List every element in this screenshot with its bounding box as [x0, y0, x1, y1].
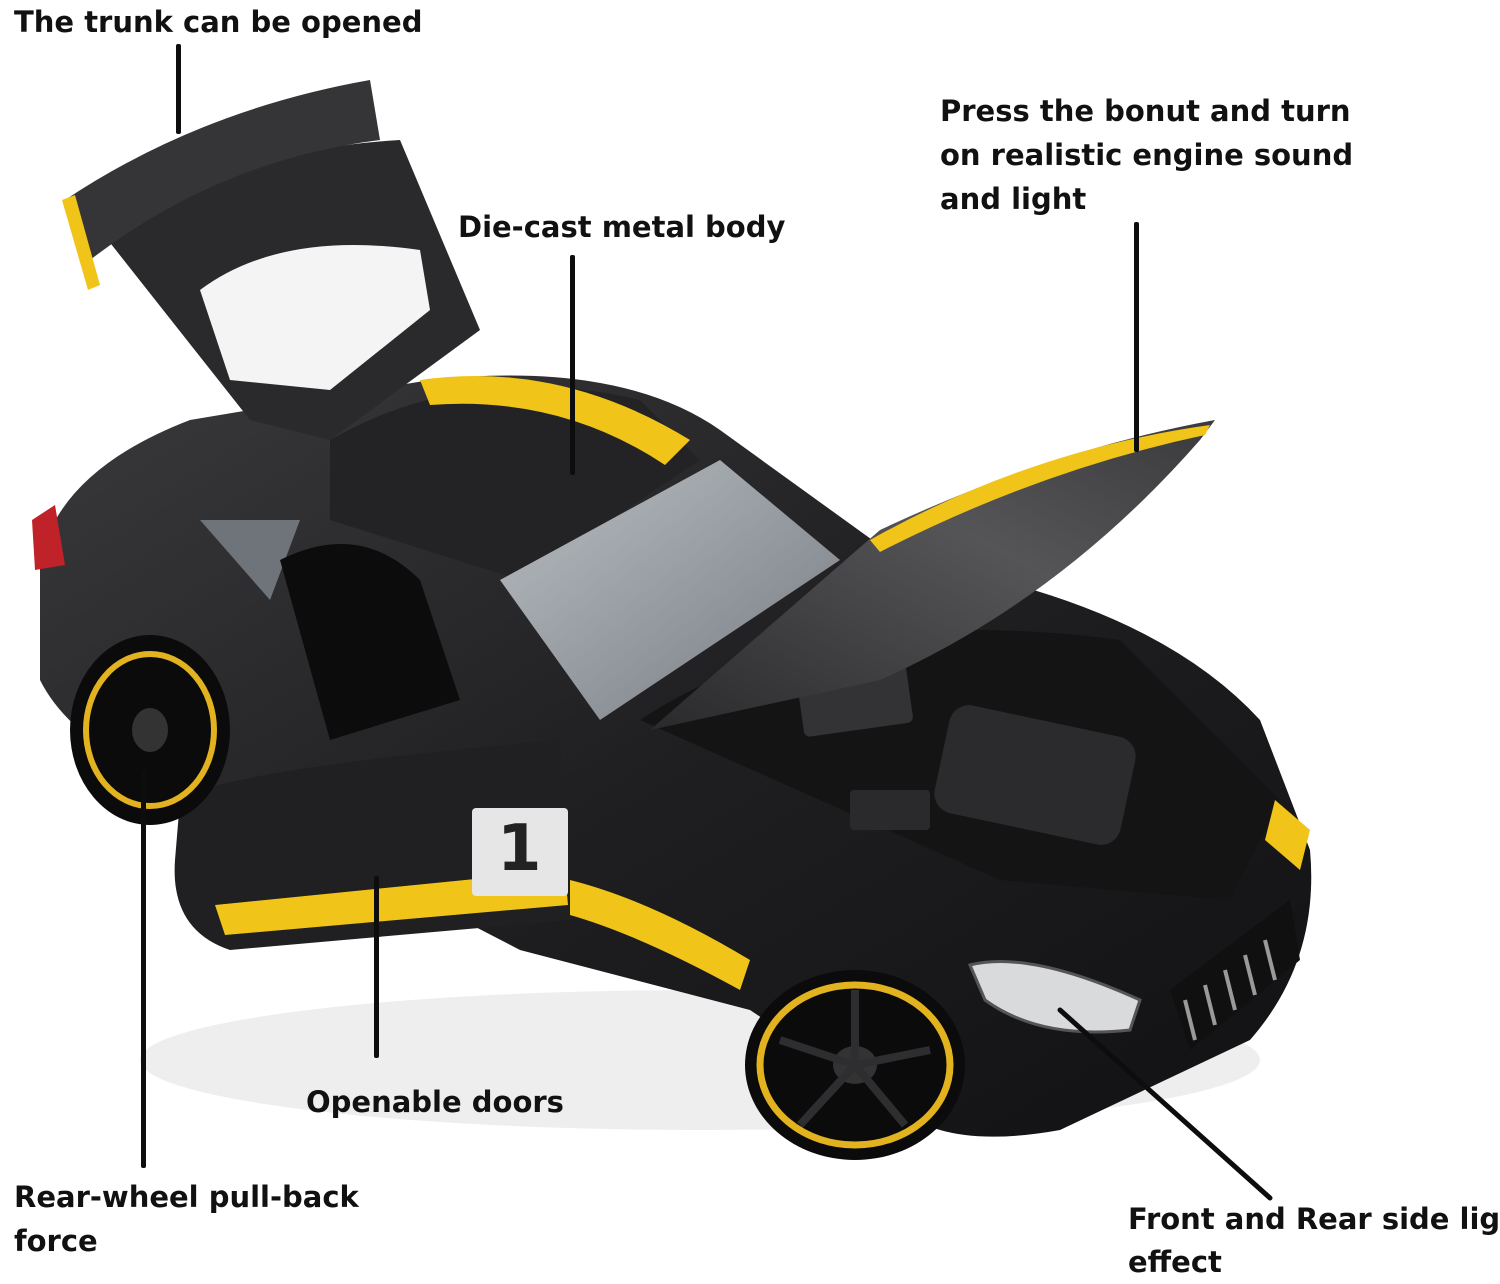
- callout-doors: Openable doors: [306, 1085, 564, 1119]
- callout-engine-line2: on realistic engine sound: [940, 138, 1354, 172]
- engine-cover: [934, 705, 1136, 845]
- engine-part-2: [850, 790, 930, 830]
- door-number-plate: [472, 808, 568, 896]
- front-stripe: [1265, 800, 1310, 870]
- leader-trunk: [176, 44, 181, 134]
- leader-doors: [374, 876, 379, 1058]
- leader-engine: [1134, 222, 1139, 452]
- trunk-window: [200, 245, 430, 390]
- spoiler-endplate: [62, 195, 100, 290]
- side-window: [200, 520, 300, 600]
- callout-lights-line2: effect: [1128, 1245, 1222, 1279]
- roof-stripe: [420, 376, 690, 465]
- callout-lights-line1: Front and Rear side light: [1128, 1202, 1500, 1236]
- windshield: [500, 460, 840, 720]
- door-number: 1: [497, 812, 542, 886]
- callout-trunk: The trunk can be opened: [14, 5, 423, 39]
- spoiler: [65, 80, 380, 260]
- callout-engine-line1: Press the bonut and turn: [940, 94, 1351, 128]
- seat: [280, 544, 460, 740]
- callout-body: Die-cast metal body: [458, 210, 786, 244]
- callout-pullback-line2: force: [14, 1224, 98, 1258]
- leader-pullback: [141, 770, 146, 1168]
- car-roof: [330, 386, 700, 580]
- callout-pullback-line1: Rear-wheel pull-back: [14, 1180, 359, 1214]
- callout-engine-line3: and light: [940, 182, 1087, 216]
- open-hood: [650, 420, 1215, 730]
- rear-light: [32, 505, 65, 570]
- hood-stripe: [870, 425, 1210, 552]
- front-wheel: [745, 970, 965, 1160]
- leader-body: [570, 255, 575, 475]
- side-stripe: [570, 880, 750, 990]
- rear-wheel: [70, 635, 230, 825]
